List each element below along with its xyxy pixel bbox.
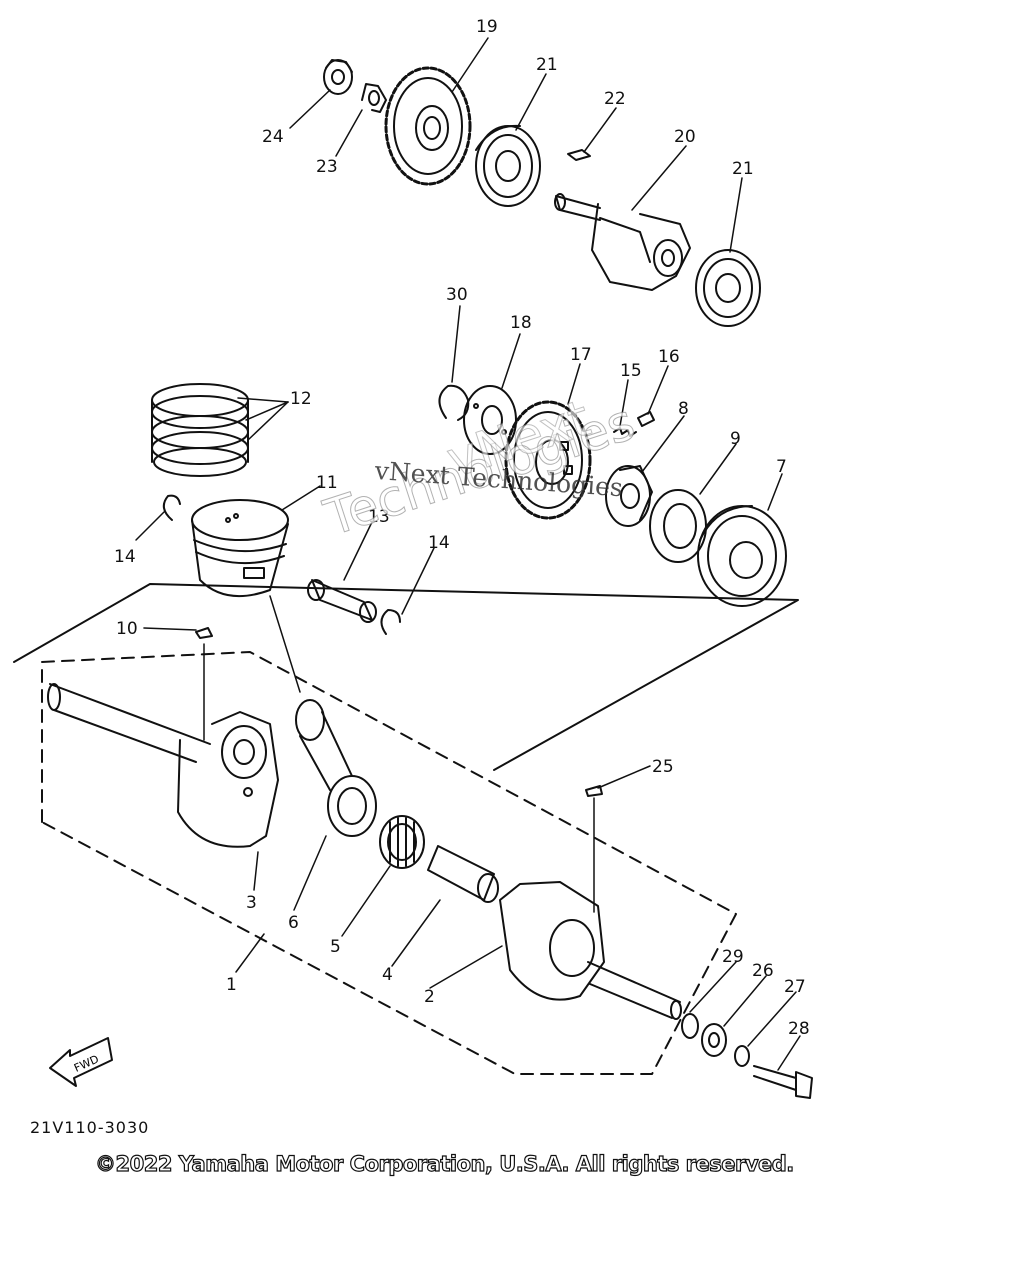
piston-part-11 xyxy=(191,499,289,597)
part-label-26: 26 xyxy=(752,961,774,981)
part-label-3: 3 xyxy=(246,893,257,913)
part-label-30: 30 xyxy=(446,285,468,305)
washer-part-26 xyxy=(701,1023,727,1057)
crank-half-part-3 xyxy=(47,683,279,848)
part-label-16: 16 xyxy=(658,347,680,367)
part-label-18: 18 xyxy=(510,313,532,333)
leader-lines xyxy=(135,37,801,1071)
part-label-6: 6 xyxy=(288,913,299,933)
part-label-5: 5 xyxy=(330,937,341,957)
piston-rings-part-12 xyxy=(151,383,249,477)
bearing-part-7 xyxy=(697,505,787,607)
crank-half-part-2 xyxy=(499,881,682,1020)
primary-drive-gear-part-17 xyxy=(504,400,592,520)
bearing-part-21-lower xyxy=(695,249,761,327)
crankshaft-assembly-outline xyxy=(13,583,799,771)
hub-part-8 xyxy=(605,465,653,527)
balancer-shaft-part-20 xyxy=(554,193,691,291)
bearing-part-21-upper xyxy=(475,124,541,207)
part-label-10: 10 xyxy=(116,619,138,639)
bolt-part-28 xyxy=(753,1065,813,1099)
part-label-17: 17 xyxy=(570,345,592,365)
oil-seal-part-29 xyxy=(681,1013,699,1039)
part-label-29: 29 xyxy=(722,947,744,967)
crankshaft-dashed-outline xyxy=(41,651,737,1075)
part-label-14-left: 14 xyxy=(114,547,136,567)
part-label-7: 7 xyxy=(776,457,787,477)
key-part-10 xyxy=(195,627,213,639)
needle-bearing-part-5 xyxy=(379,815,425,869)
circlip-part-30 xyxy=(438,384,470,421)
crank-pin-part-4 xyxy=(427,845,499,903)
part-label-9: 9 xyxy=(730,429,741,449)
key-part-25 xyxy=(585,785,603,797)
lock-washer-part-27 xyxy=(734,1045,750,1067)
lock-washer-part-23 xyxy=(361,83,387,113)
part-label-1: 1 xyxy=(226,975,237,995)
connecting-rod-part-6 xyxy=(295,699,377,837)
spring-part-15 xyxy=(613,427,637,437)
part-label-4: 4 xyxy=(382,965,393,985)
fwd-arrow-icon xyxy=(49,1037,113,1087)
pin-part-16 xyxy=(637,411,655,427)
piston-pin-part-13 xyxy=(307,579,377,623)
part-label-19: 19 xyxy=(476,17,498,37)
part-label-20: 20 xyxy=(674,127,696,147)
nut-part-24 xyxy=(323,59,353,95)
part-label-27: 27 xyxy=(784,977,806,997)
part-label-22: 22 xyxy=(604,89,626,109)
part-label-2: 2 xyxy=(424,987,435,1007)
part-number-labels: 19 21 22 20 21 24 23 30 18 17 15 16 8 9 … xyxy=(72,17,810,1075)
part-label-28: 28 xyxy=(788,1019,810,1039)
circlip-part-14-right xyxy=(380,609,401,635)
circlip-part-14-left xyxy=(162,494,181,521)
part-label-8: 8 xyxy=(678,399,689,419)
part-label-11: 11 xyxy=(316,473,338,493)
part-label-12: 12 xyxy=(290,389,312,409)
part-label-25: 25 xyxy=(652,757,674,777)
part-label-13: 13 xyxy=(368,507,390,527)
part-label-23: 23 xyxy=(316,157,338,177)
part-label-24: 24 xyxy=(262,127,284,147)
part-label-14-right: 14 xyxy=(428,533,450,553)
diagram-code: 21V110-3030 xyxy=(30,1118,150,1137)
part-label-21-lower: 21 xyxy=(732,159,754,179)
copyright-notice: ©2022 Yamaha Motor Corporation, U.S.A. A… xyxy=(94,1151,794,1176)
plate-part-18 xyxy=(463,385,517,455)
balancer-gear-part-19 xyxy=(384,66,472,186)
key-part-22 xyxy=(567,149,591,161)
part-label-21-upper: 21 xyxy=(536,55,558,75)
part-label-15: 15 xyxy=(620,361,642,381)
